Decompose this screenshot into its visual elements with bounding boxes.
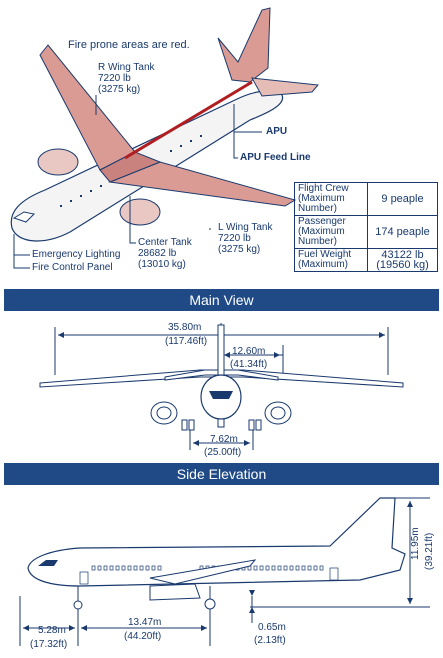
half-span-ft: (41.34ft) <box>230 359 268 370</box>
height-m: 11.95m <box>410 527 421 560</box>
r-wing-tank-label: R Wing Tank 7220 lb (3275 kg) <box>98 62 155 95</box>
fire-prone-note: Fire prone areas are red. <box>68 39 190 51</box>
nose-length-m: 5.28m <box>38 625 66 636</box>
spec-label: Passenger (Maximum Number) <box>294 215 368 249</box>
side-elevation-header: Side Elevation <box>4 463 439 485</box>
main-view-drawing <box>39 323 404 450</box>
height-ft: (39.21ft) <box>424 532 435 570</box>
fire-control-panel-label: Fire Control Panel <box>32 262 113 273</box>
l-wing-tank-label: L Wing Tank 7220 lb (3275 kg) <box>218 222 273 255</box>
apu-label: APU <box>266 126 288 137</box>
main-view-header: Main View <box>4 289 439 311</box>
spec-label: Fuel Weight (Maximum) <box>294 248 368 272</box>
table-row: Fuel Weight (Maximum) 43122 lb (19560 kg… <box>294 248 438 272</box>
side-elevation-drawing <box>19 497 430 646</box>
specs-table: Flight Crew (Maximum Number) 9 peaple Pa… <box>294 182 438 272</box>
ground-clearance-m: 0.65m <box>258 622 286 633</box>
table-row: Flight Crew (Maximum Number) 9 peaple <box>294 182 438 216</box>
ground-clearance-ft: (2.13ft) <box>254 635 286 646</box>
span-ft: (117.46ft) <box>165 336 208 347</box>
spec-label: Flight Crew (Maximum Number) <box>294 182 368 216</box>
span-m: 35.80m <box>168 322 202 333</box>
spec-value: 43122 lb (19560 kg) <box>367 248 438 272</box>
gear-track-ft: (25.00ft) <box>204 447 242 458</box>
spec-value: 174 peaple <box>367 215 438 249</box>
apu-feed-line-label: APU Feed Line <box>240 152 311 163</box>
center-tank-label: Center Tank 28682 lb (13010 kg) <box>138 237 192 270</box>
table-row: Passenger (Maximum Number) 174 peaple <box>294 215 438 249</box>
spec-value: 9 peaple <box>367 182 438 216</box>
gear-track-m: 7.62m <box>210 434 238 445</box>
emergency-lighting-label: Emergency Lighting <box>32 249 121 260</box>
aircraft-perspective-illustration <box>10 7 319 269</box>
wheelbase-ft: (44.20ft) <box>124 631 162 642</box>
half-span-m: 12.60m <box>232 346 266 357</box>
wheelbase-m: 13.47m <box>128 617 162 628</box>
nose-length-ft: (17.32ft) <box>30 639 68 650</box>
